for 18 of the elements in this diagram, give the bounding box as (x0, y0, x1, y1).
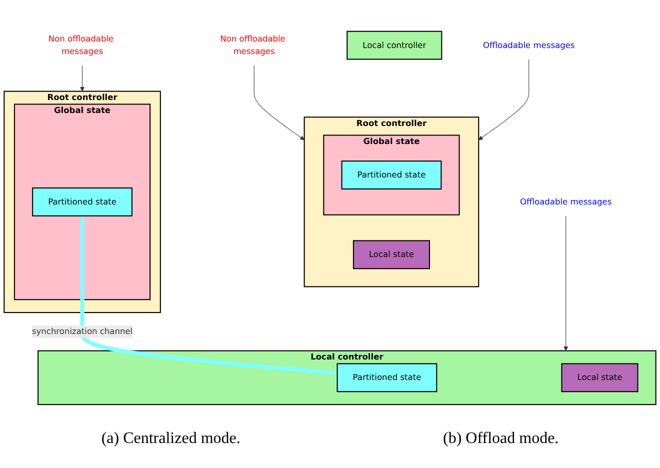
node-box: Partitioned state (336, 363, 438, 392)
node-text: Non offloadable messages (220, 34, 286, 56)
arrow (80, 216, 338, 376)
arrow (80, 65, 85, 92)
figure-caption: (b) Offload mode. (443, 430, 559, 448)
node-box: Partitioned state (341, 160, 442, 190)
node-text: Offloadable messages (483, 40, 575, 50)
arrow (478, 59, 530, 140)
arrow (564, 216, 568, 352)
node-text: Offloadable messages (520, 196, 612, 207)
node-box: Local controller (346, 30, 442, 60)
arrow (254, 65, 304, 140)
figure-caption: (a) Centralized mode. (101, 430, 240, 448)
node-text: Non offloadable messages (48, 34, 114, 56)
edge-label: synchronization channel (32, 326, 133, 336)
node-box: Partitioned state (32, 188, 132, 217)
node-box: Local state (352, 240, 430, 270)
node-box: Local state (561, 363, 638, 392)
